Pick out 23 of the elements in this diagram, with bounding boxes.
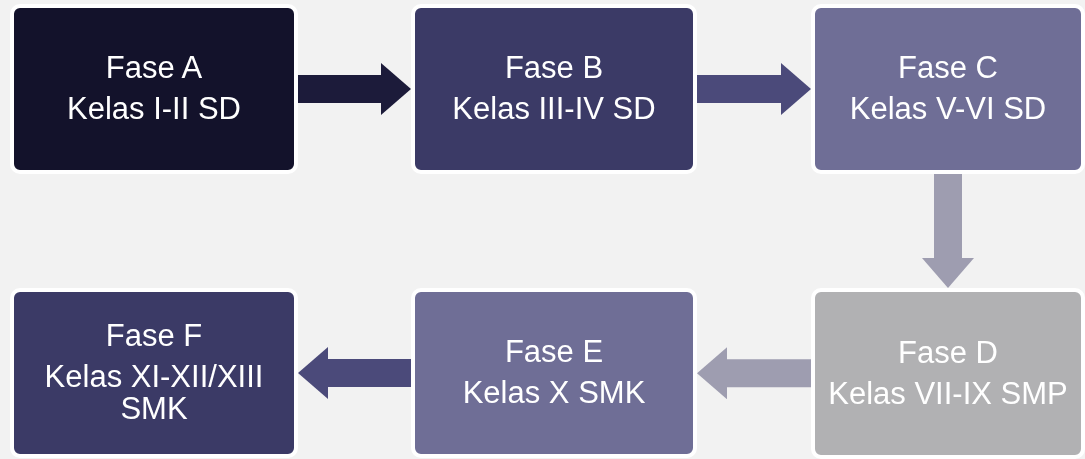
phase-box bbox=[811, 4, 1085, 174]
phase-title: Fase A bbox=[105, 52, 203, 85]
block-arrow bbox=[697, 63, 811, 115]
block-arrow bbox=[697, 347, 811, 400]
phase-title: Fase B bbox=[504, 52, 604, 85]
phase-title: Fase C bbox=[898, 52, 998, 85]
phase-title: Fase F bbox=[105, 320, 203, 353]
block-arrow bbox=[922, 174, 974, 288]
phase-box bbox=[811, 288, 1085, 459]
phase-title: Fase E bbox=[504, 336, 604, 369]
phase-grade: Kelas III-IV SD bbox=[452, 93, 656, 126]
phase-grade: Kelas VII-IX SMP bbox=[828, 377, 1068, 411]
phase-title: Fase D bbox=[898, 336, 998, 370]
phase-box bbox=[10, 4, 298, 174]
phase-grade: Kelas XI-XII/XIII SMK bbox=[43, 360, 265, 426]
phase-grade: Kelas X SMK bbox=[462, 377, 646, 410]
phase-box bbox=[411, 4, 697, 174]
phase-box bbox=[411, 288, 697, 458]
phase-grade: Kelas I-II SD bbox=[67, 93, 241, 126]
phase-grade: Kelas V-VI SD bbox=[849, 93, 1047, 126]
block-arrow bbox=[298, 347, 411, 399]
block-arrow bbox=[298, 63, 411, 115]
phase-box bbox=[10, 288, 298, 458]
